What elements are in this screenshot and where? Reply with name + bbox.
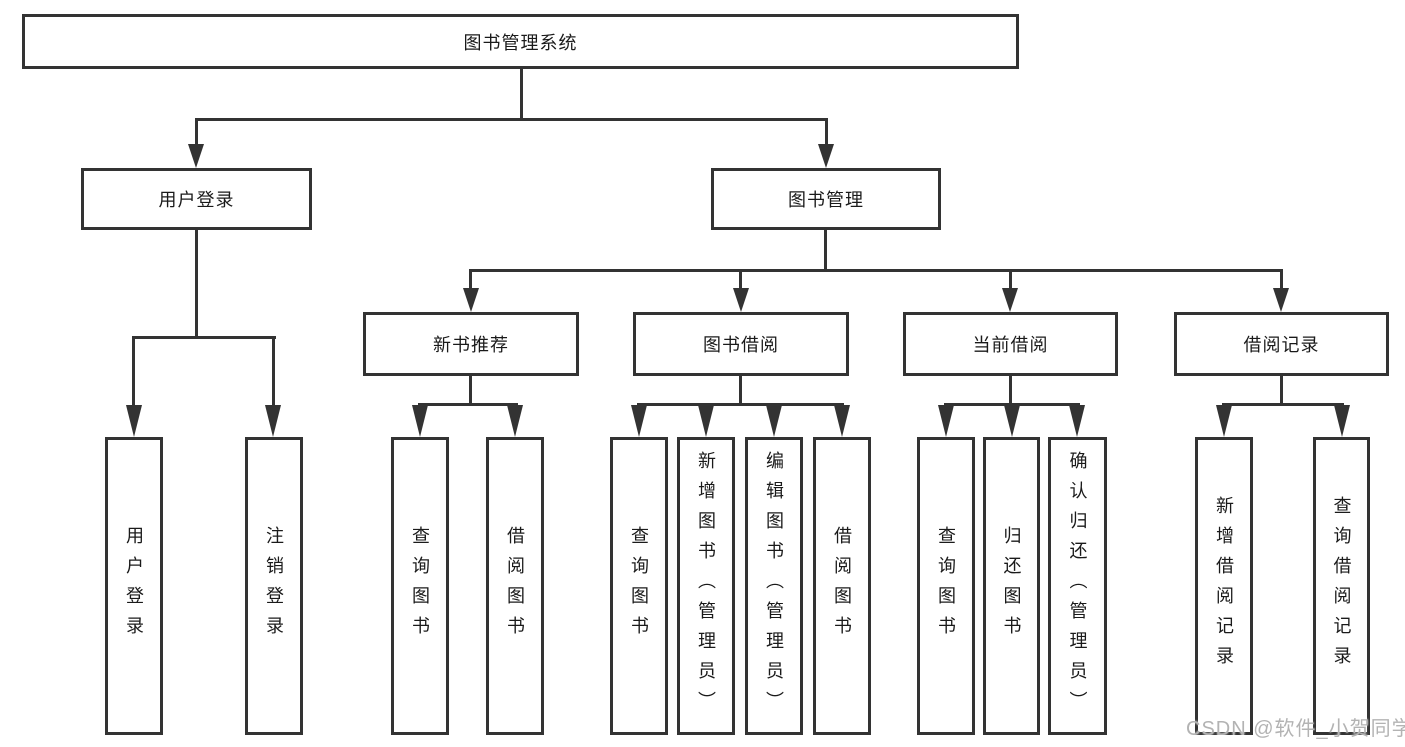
node-new-book-recommend: 新书推荐	[363, 312, 579, 376]
leaf-query-borrow-record-label: 查询借阅记录	[1331, 496, 1352, 676]
arrow-down-icon	[1069, 405, 1085, 437]
leaf-logout: 注销登录	[245, 437, 303, 735]
node-current-borrowing: 当前借阅	[903, 312, 1118, 376]
arrow-down-icon	[938, 405, 954, 437]
arrow-down-icon	[733, 288, 749, 312]
leaf-borrow-query-books: 查询图书	[610, 437, 668, 735]
leaf-borrow-query-books-label: 查询图书	[629, 526, 649, 646]
arrow-down-icon	[1216, 405, 1232, 437]
connector-newbook-horizontal	[418, 403, 518, 406]
node-book-management-label: 图书管理	[788, 190, 864, 210]
node-root-library-system: 图书管理系统	[22, 14, 1019, 69]
leaf-return-books-label: 归还图书	[1001, 526, 1022, 646]
connector-newbook-vertical	[469, 376, 472, 405]
node-borrowing-records: 借阅记录	[1174, 312, 1389, 376]
leaf-edit-books-admin: 编辑图书（管理员）	[745, 437, 803, 735]
connector-mgmt-vertical	[824, 230, 827, 271]
arrow-down-icon	[463, 288, 479, 312]
node-root-label: 图书管理系统	[463, 32, 578, 53]
arrow-down-icon	[834, 405, 850, 437]
leaf-newbook-borrow-books-label: 借阅图书	[505, 526, 525, 646]
leaf-newbook-query-books: 查询图书	[391, 437, 449, 735]
connector-newbook-stub	[469, 269, 472, 290]
connector-root-vertical	[520, 69, 523, 118]
arrow-down-icon	[188, 144, 204, 168]
leaf-edit-books-admin-label: 编辑图书（管理员）	[764, 451, 784, 721]
leaf-confirm-return-admin: 确认归还（管理员）	[1048, 437, 1107, 735]
connector-mgmt-stub	[825, 118, 828, 148]
connector-borrow-stub	[739, 269, 742, 290]
leaf-add-books-admin-label: 新增图书（管理员）	[696, 451, 716, 721]
arrow-down-icon	[766, 405, 782, 437]
leaf-newbook-query-books-label: 查询图书	[410, 526, 430, 646]
node-current-borrowing-label: 当前借阅	[972, 335, 1049, 355]
arrow-down-icon	[1002, 288, 1018, 312]
watermark: CSDN @软件_小贺同学	[1186, 718, 1405, 740]
leaf-user-login-label: 用户登录	[124, 526, 144, 646]
connector-login-stub	[195, 118, 198, 148]
leaf-add-borrow-record-label: 新增借阅记录	[1214, 496, 1234, 676]
connector-login-child1-stub	[132, 336, 135, 408]
arrow-down-icon	[126, 405, 142, 437]
connector-records-vertical	[1280, 376, 1283, 405]
node-book-borrowing: 图书借阅	[633, 312, 849, 376]
arrow-down-icon	[265, 405, 281, 437]
leaf-return-books: 归还图书	[983, 437, 1040, 735]
connector-borrow-vertical	[739, 376, 742, 405]
leaf-confirm-return-admin-label: 确认归还（管理员）	[1067, 451, 1088, 721]
node-book-borrowing-label: 图书借阅	[703, 335, 779, 355]
arrow-down-icon	[818, 144, 834, 168]
leaf-borrow-books: 借阅图书	[813, 437, 871, 735]
leaf-add-borrow-record: 新增借阅记录	[1195, 437, 1253, 735]
leaf-current-query-books-label: 查询图书	[936, 526, 956, 646]
leaf-logout-label: 注销登录	[264, 526, 284, 646]
leaf-user-login: 用户登录	[105, 437, 163, 735]
connector-login-vertical	[195, 230, 198, 338]
node-book-management: 图书管理	[711, 168, 941, 230]
connector-mgmt-horizontal	[469, 269, 1283, 272]
connector-login-child2-stub	[272, 336, 275, 408]
connector-login-horizontal	[132, 336, 276, 339]
arrow-down-icon	[631, 405, 647, 437]
connector-current-horizontal	[944, 403, 1080, 406]
leaf-add-books-admin: 新增图书（管理员）	[677, 437, 735, 735]
connector-records-horizontal	[1222, 403, 1344, 406]
arrow-down-icon	[412, 405, 428, 437]
node-borrowing-records-label: 借阅记录	[1243, 335, 1320, 355]
connector-current-vertical	[1009, 376, 1012, 405]
connector-root-horizontal	[195, 118, 828, 121]
leaf-borrow-books-label: 借阅图书	[832, 526, 852, 646]
arrow-down-icon	[507, 405, 523, 437]
node-new-book-recommend-label: 新书推荐	[433, 335, 509, 355]
connector-records-stub	[1280, 269, 1283, 290]
arrow-down-icon	[1334, 405, 1350, 437]
leaf-query-borrow-record: 查询借阅记录	[1313, 437, 1370, 735]
connector-current-stub	[1009, 269, 1012, 290]
node-user-login-label: 用户登录	[158, 190, 235, 210]
connector-borrow-horizontal	[637, 403, 844, 406]
node-user-login: 用户登录	[81, 168, 312, 230]
arrow-down-icon	[1273, 288, 1289, 312]
leaf-current-query-books: 查询图书	[917, 437, 975, 735]
arrow-down-icon	[1004, 405, 1020, 437]
leaf-newbook-borrow-books: 借阅图书	[486, 437, 544, 735]
arrow-down-icon	[698, 405, 714, 437]
